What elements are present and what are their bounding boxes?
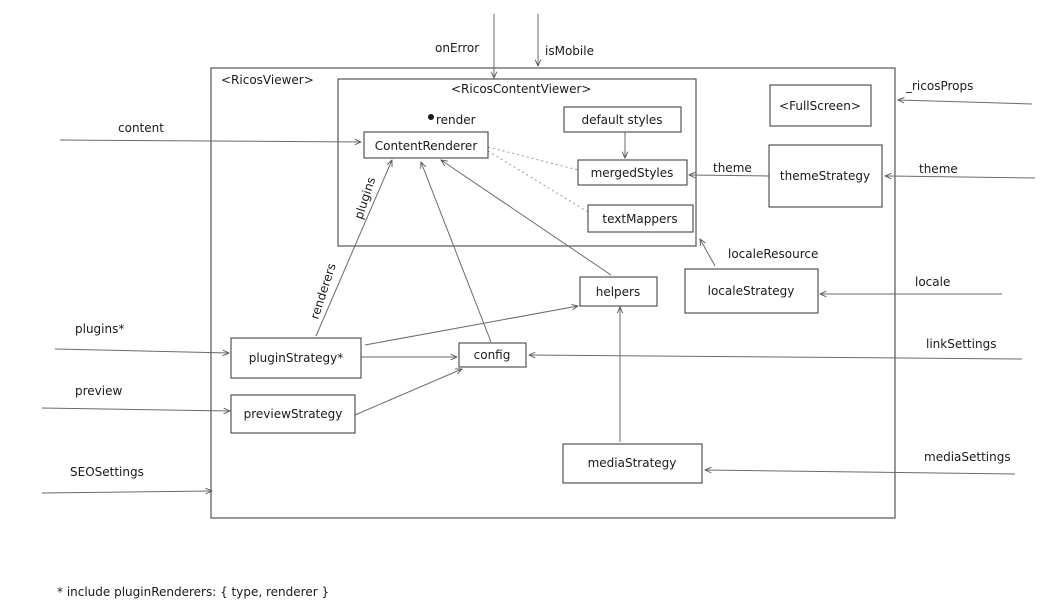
render-dot	[428, 114, 434, 120]
default-styles-box	[563, 106, 682, 133]
locale-strategy-box	[684, 268, 819, 314]
locale-label: locale	[915, 275, 950, 289]
helpers-label: helpers	[596, 285, 641, 299]
config-label: config	[474, 348, 511, 362]
renderers-label: renderers	[308, 262, 339, 321]
content-label: content	[118, 121, 164, 135]
seo-settings-arrow	[41, 491, 212, 493]
on-error-label: onError	[435, 41, 479, 55]
preview-config-arrow	[354, 369, 462, 416]
plugins-outer-label: plugins*	[75, 322, 124, 336]
preview-strategy-box	[230, 394, 356, 434]
helpers-renderer-arrow	[441, 160, 612, 276]
link-settings-arrow	[529, 355, 1023, 360]
link-settings-label: linkSettings	[926, 337, 996, 351]
plugin-strategy-label: pluginStrategy*	[249, 351, 344, 365]
content-arrow	[59, 140, 361, 142]
content-renderer-box	[363, 131, 489, 159]
locale-resource-arrow	[700, 239, 716, 267]
merged-styles-label: mergedStyles	[591, 166, 674, 180]
helpers-box	[579, 276, 658, 307]
full-screen-label: <FullScreen>	[779, 99, 861, 113]
locale-strategy-label: localeStrategy	[708, 284, 795, 298]
preview-strategy-label: previewStrategy	[244, 407, 343, 421]
config-box	[458, 342, 527, 368]
footnote: * include pluginRenderers: { type, rende…	[57, 585, 329, 599]
ricos-props-arrow	[898, 100, 1033, 105]
preview-arrow	[41, 407, 230, 411]
ricos-viewer-frame	[210, 67, 896, 519]
theme-outer-label: theme	[919, 162, 958, 176]
renderers-arrow	[315, 160, 392, 337]
text-mappers-box	[587, 204, 694, 233]
connectors	[41, 14, 1036, 493]
theme-inner-arrow	[689, 175, 770, 176]
full-screen-box	[769, 84, 872, 127]
content-renderer-label: ContentRenderer	[375, 139, 478, 153]
media-settings-label: mediaSettings	[924, 450, 1011, 464]
config-renderer-arrow	[421, 162, 492, 343]
theme-inner-label: theme	[713, 161, 752, 175]
preview-label: preview	[75, 384, 122, 398]
locale-resource-label: localeResource	[728, 247, 818, 261]
media-strategy-label: mediaStrategy	[588, 456, 677, 470]
theme-strategy-label: themeStrategy	[780, 169, 870, 183]
plugin-strategy-box	[230, 337, 362, 379]
media-strategy-box	[562, 443, 703, 484]
is-mobile-label: isMobile	[545, 44, 594, 58]
plugins-inner-label: plugins	[352, 175, 379, 221]
media-settings-arrow	[705, 470, 1016, 475]
theme-outer-arrow	[885, 176, 1036, 178]
plugins-outer-arrow	[54, 348, 229, 353]
text-mappers-label: textMappers	[602, 212, 677, 226]
seo-settings-label: SEOSettings	[70, 465, 144, 479]
ricos-content-viewer-label: <RicosContentViewer>	[451, 82, 592, 96]
ricos-viewer-label: <RicosViewer>	[221, 73, 314, 87]
theme-strategy-box	[768, 144, 883, 208]
merged-styles-box	[577, 159, 688, 186]
ricos-content-viewer-frame	[337, 78, 697, 247]
default-styles-label: default styles	[581, 113, 662, 127]
render-label: render	[436, 113, 476, 127]
merged-styles-link	[487, 146, 579, 171]
ricos-props-label: _ricosProps	[905, 79, 973, 93]
plugin-helpers-arrow	[364, 306, 578, 346]
